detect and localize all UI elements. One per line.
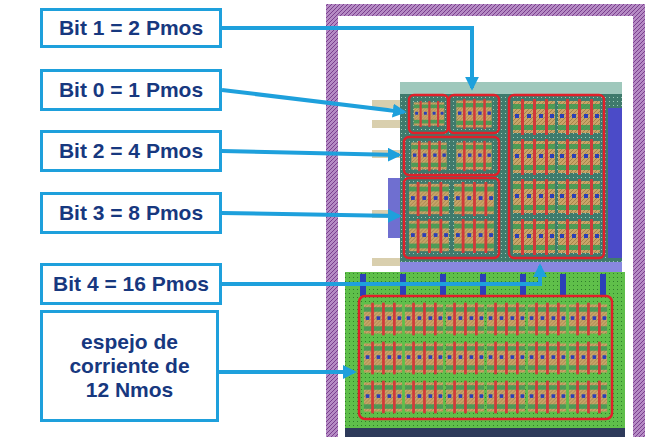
- bit4-group: [509, 95, 604, 258]
- input-pin: [372, 258, 400, 266]
- mirror-group: [359, 296, 612, 419]
- transistor-cell: [569, 342, 607, 375]
- transistor-cell: [446, 381, 484, 414]
- transistor-cell: [364, 303, 402, 336]
- transistor-cell: [528, 342, 566, 375]
- transistor-cell: [487, 342, 525, 375]
- leader-line: [222, 213, 399, 216]
- input-pin: [372, 120, 400, 128]
- bit3-group: [404, 178, 499, 258]
- transistor-cell: [405, 342, 443, 375]
- metal-bus: [608, 108, 622, 258]
- transistor-cell: [446, 342, 484, 375]
- bit2-group: [404, 137, 499, 175]
- callout-box: espejo de corriente de 12 Nmos: [40, 310, 219, 422]
- callout-box: Bit 4 = 16 Pmos: [40, 263, 222, 305]
- transistor-cell: [558, 179, 600, 215]
- leader-line: [222, 151, 399, 155]
- leader-lines: [217, 28, 540, 372]
- callout-label: Bit 4 = 16 Pmos: [53, 272, 209, 296]
- bit1-group: [449, 95, 499, 133]
- leader-line: [217, 370, 354, 374]
- frame-inside: [338, 16, 633, 437]
- transistor-cell: [558, 139, 600, 175]
- transistor-cell: [456, 99, 491, 129]
- transistor-cell: [405, 381, 443, 414]
- well-contact-strip: [400, 82, 622, 94]
- transistor-cell: [558, 99, 600, 135]
- transistor-cell: [569, 381, 607, 414]
- callout-label: espejo de corriente de 12 Nmos: [65, 330, 194, 402]
- guard-ring: [326, 4, 645, 437]
- transistor-cell: [513, 179, 555, 215]
- nmos-substrate: [345, 272, 625, 430]
- transistor-cell: [569, 303, 607, 336]
- transistor-cell: [411, 141, 446, 171]
- transistor-cell: [364, 381, 402, 414]
- metal-bus: [388, 178, 400, 238]
- transistor-cell: [364, 342, 402, 375]
- transistor-cell: [487, 303, 525, 336]
- callout-label: Bit 2 = 4 Pmos: [59, 139, 203, 163]
- callout-box: Bit 0 = 1 Pmos: [40, 69, 222, 111]
- metal-via: [560, 274, 566, 296]
- bit0-group: [409, 95, 448, 133]
- transistor-cell: [456, 141, 491, 171]
- nmos-array: [364, 303, 607, 414]
- callout-label: Bit 1 = 2 Pmos: [59, 16, 203, 40]
- leader-line: [222, 90, 404, 112]
- transistor-cell: [446, 303, 484, 336]
- callout-box: Bit 2 = 4 Pmos: [40, 130, 222, 172]
- transistor-cell: [414, 101, 445, 127]
- transistor-cell: [528, 303, 566, 336]
- transistor-cell: [405, 303, 443, 336]
- transistor-cell: [513, 99, 555, 135]
- pmos-well: [400, 82, 622, 272]
- transistor-cell: [409, 182, 449, 216]
- callout-box: Bit 1 = 2 Pmos: [40, 8, 222, 48]
- ground-rail: [345, 428, 625, 437]
- transistor-cell: [528, 381, 566, 414]
- callout-box: Bit 3 = 8 Pmos: [40, 192, 222, 234]
- transistor-cell: [454, 219, 494, 253]
- metal-via: [600, 274, 606, 296]
- leader-line: [222, 266, 540, 284]
- transistor-cell: [409, 219, 449, 253]
- callout-label: Bit 0 = 1 Pmos: [59, 78, 203, 102]
- transistor-cell: [513, 219, 555, 255]
- transistor-cell: [454, 182, 494, 216]
- metal-bus: [400, 262, 622, 272]
- transistor-cell: [558, 219, 600, 255]
- callout-label: Bit 3 = 8 Pmos: [59, 201, 203, 225]
- transistor-cell: [487, 381, 525, 414]
- transistor-cell: [513, 139, 555, 175]
- leader-line: [222, 28, 472, 88]
